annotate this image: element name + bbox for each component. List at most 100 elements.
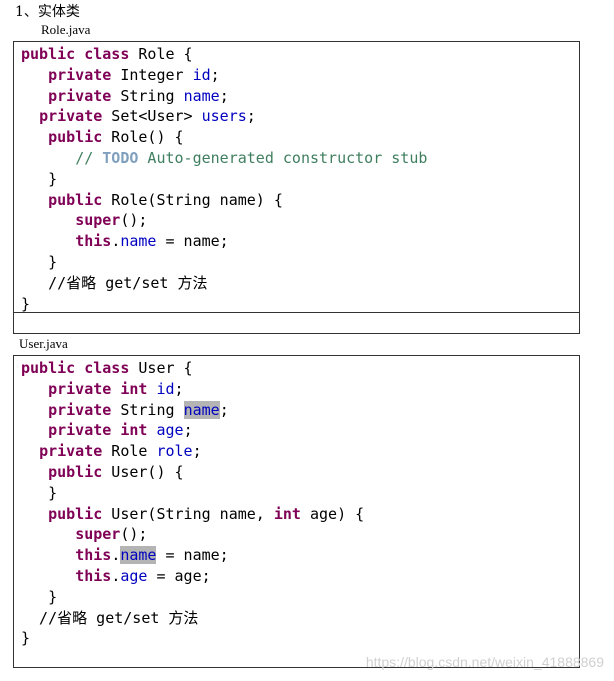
code-token <box>21 505 48 523</box>
code-token <box>21 525 75 543</box>
code-token: name <box>120 232 157 251</box>
code-token: } <box>21 587 58 606</box>
code-token: = name; <box>156 546 229 565</box>
code-token: public <box>48 128 103 147</box>
code-token: private <box>39 107 103 126</box>
section-heading: 1、实体类 <box>15 4 80 20</box>
code-token: . <box>111 232 121 251</box>
code-line: this.age = age; <box>21 566 364 587</box>
code-token: public <box>48 190 103 209</box>
code-token: = name; <box>156 232 229 251</box>
code-line: //省略 get/set 方法 <box>21 273 427 294</box>
code-token: } <box>21 294 31 313</box>
code-token: this <box>75 546 112 565</box>
code-line: } <box>21 294 427 315</box>
code-token: public <box>48 462 103 481</box>
empty-table-row <box>13 312 580 334</box>
code-line: public class User { <box>21 358 364 379</box>
code-token: get/set <box>87 608 169 627</box>
code-token: private <box>48 421 112 440</box>
code-token <box>21 567 75 585</box>
code-token: super <box>75 525 121 544</box>
code-token: String <box>111 400 184 419</box>
code-token: age) { <box>300 504 365 523</box>
code-token: private <box>48 86 112 105</box>
code-token <box>21 149 75 167</box>
code-token: } <box>21 483 58 502</box>
code-token: ; <box>210 65 220 84</box>
code-token: int <box>120 421 148 440</box>
code-token <box>21 232 75 250</box>
code-line: } <box>21 628 364 649</box>
code-token: int <box>120 379 148 398</box>
code-line: private Set<User> users; <box>21 106 427 127</box>
code-line: private Role role; <box>21 441 364 462</box>
role-code-box: public class Role { private Integer id; … <box>13 41 580 313</box>
code-line: } <box>21 169 427 190</box>
code-token: id <box>192 65 211 84</box>
code-token <box>21 66 48 84</box>
code-line: } <box>21 587 364 608</box>
code-token <box>111 380 120 398</box>
code-token: ; <box>246 107 256 126</box>
code-token <box>21 107 39 125</box>
code-token: } <box>21 252 58 271</box>
user-code: public class User { private int id; priv… <box>21 358 364 649</box>
code-line: private Integer id; <box>21 65 427 86</box>
code-token: String <box>111 86 184 105</box>
code-token <box>21 191 48 209</box>
code-token <box>21 211 75 229</box>
code-token <box>21 442 39 460</box>
user-file-name: User.java <box>19 336 68 351</box>
code-token: get/set <box>96 273 178 292</box>
code-token: public class <box>21 45 130 63</box>
code-token: . <box>111 546 121 565</box>
code-token: ; <box>192 442 202 461</box>
code-token: } <box>21 169 58 188</box>
code-token: = age; <box>147 566 211 585</box>
code-token: private <box>48 379 112 398</box>
code-line: public class Role { <box>21 44 427 65</box>
code-token: User() { <box>102 462 184 481</box>
code-token: User(String name, <box>102 504 274 523</box>
code-line: } <box>21 252 427 273</box>
user-code-box: public class User { private int id; priv… <box>13 355 580 668</box>
code-token <box>21 87 48 105</box>
code-token: id <box>156 379 175 398</box>
code-token <box>21 380 48 398</box>
code-token: int <box>273 504 301 523</box>
code-token: super <box>75 211 121 230</box>
code-token: 方法 <box>168 608 199 627</box>
code-token: 省略 <box>57 608 88 627</box>
code-token <box>21 401 48 419</box>
code-token: Set<User> <box>102 107 202 126</box>
code-token: 省略 <box>66 273 97 292</box>
code-line: //省略 get/set 方法 <box>21 608 364 629</box>
code-token: ; <box>183 421 193 440</box>
code-line: private String name; <box>21 400 364 421</box>
code-token: (); <box>120 211 148 230</box>
code-line: private int age; <box>21 420 364 441</box>
code-token: // <box>75 148 103 167</box>
code-line: this.name = name; <box>21 545 364 566</box>
code-token: Role() { <box>102 128 184 147</box>
code-token: private <box>39 442 103 461</box>
code-token: Role <box>102 442 157 461</box>
code-token: 方法 <box>177 273 208 292</box>
role-file-name: Role.java <box>41 22 91 37</box>
code-token: age <box>156 421 184 440</box>
code-line: super(); <box>21 210 427 231</box>
code-token <box>21 128 48 146</box>
code-token: role <box>156 442 193 461</box>
code-line: public Role(String name) { <box>21 190 427 211</box>
role-code: public class Role { private Integer id; … <box>21 44 427 314</box>
code-token: User { <box>129 359 193 377</box>
code-token: Integer <box>111 65 193 84</box>
code-token: private <box>48 400 112 419</box>
code-token: Role { <box>129 45 193 63</box>
code-token: public <box>48 504 103 523</box>
code-token: private <box>48 65 112 84</box>
code-token: name <box>183 400 220 419</box>
code-line: super(); <box>21 524 364 545</box>
code-line: // TODO Auto-generated constructor stub <box>21 148 427 169</box>
